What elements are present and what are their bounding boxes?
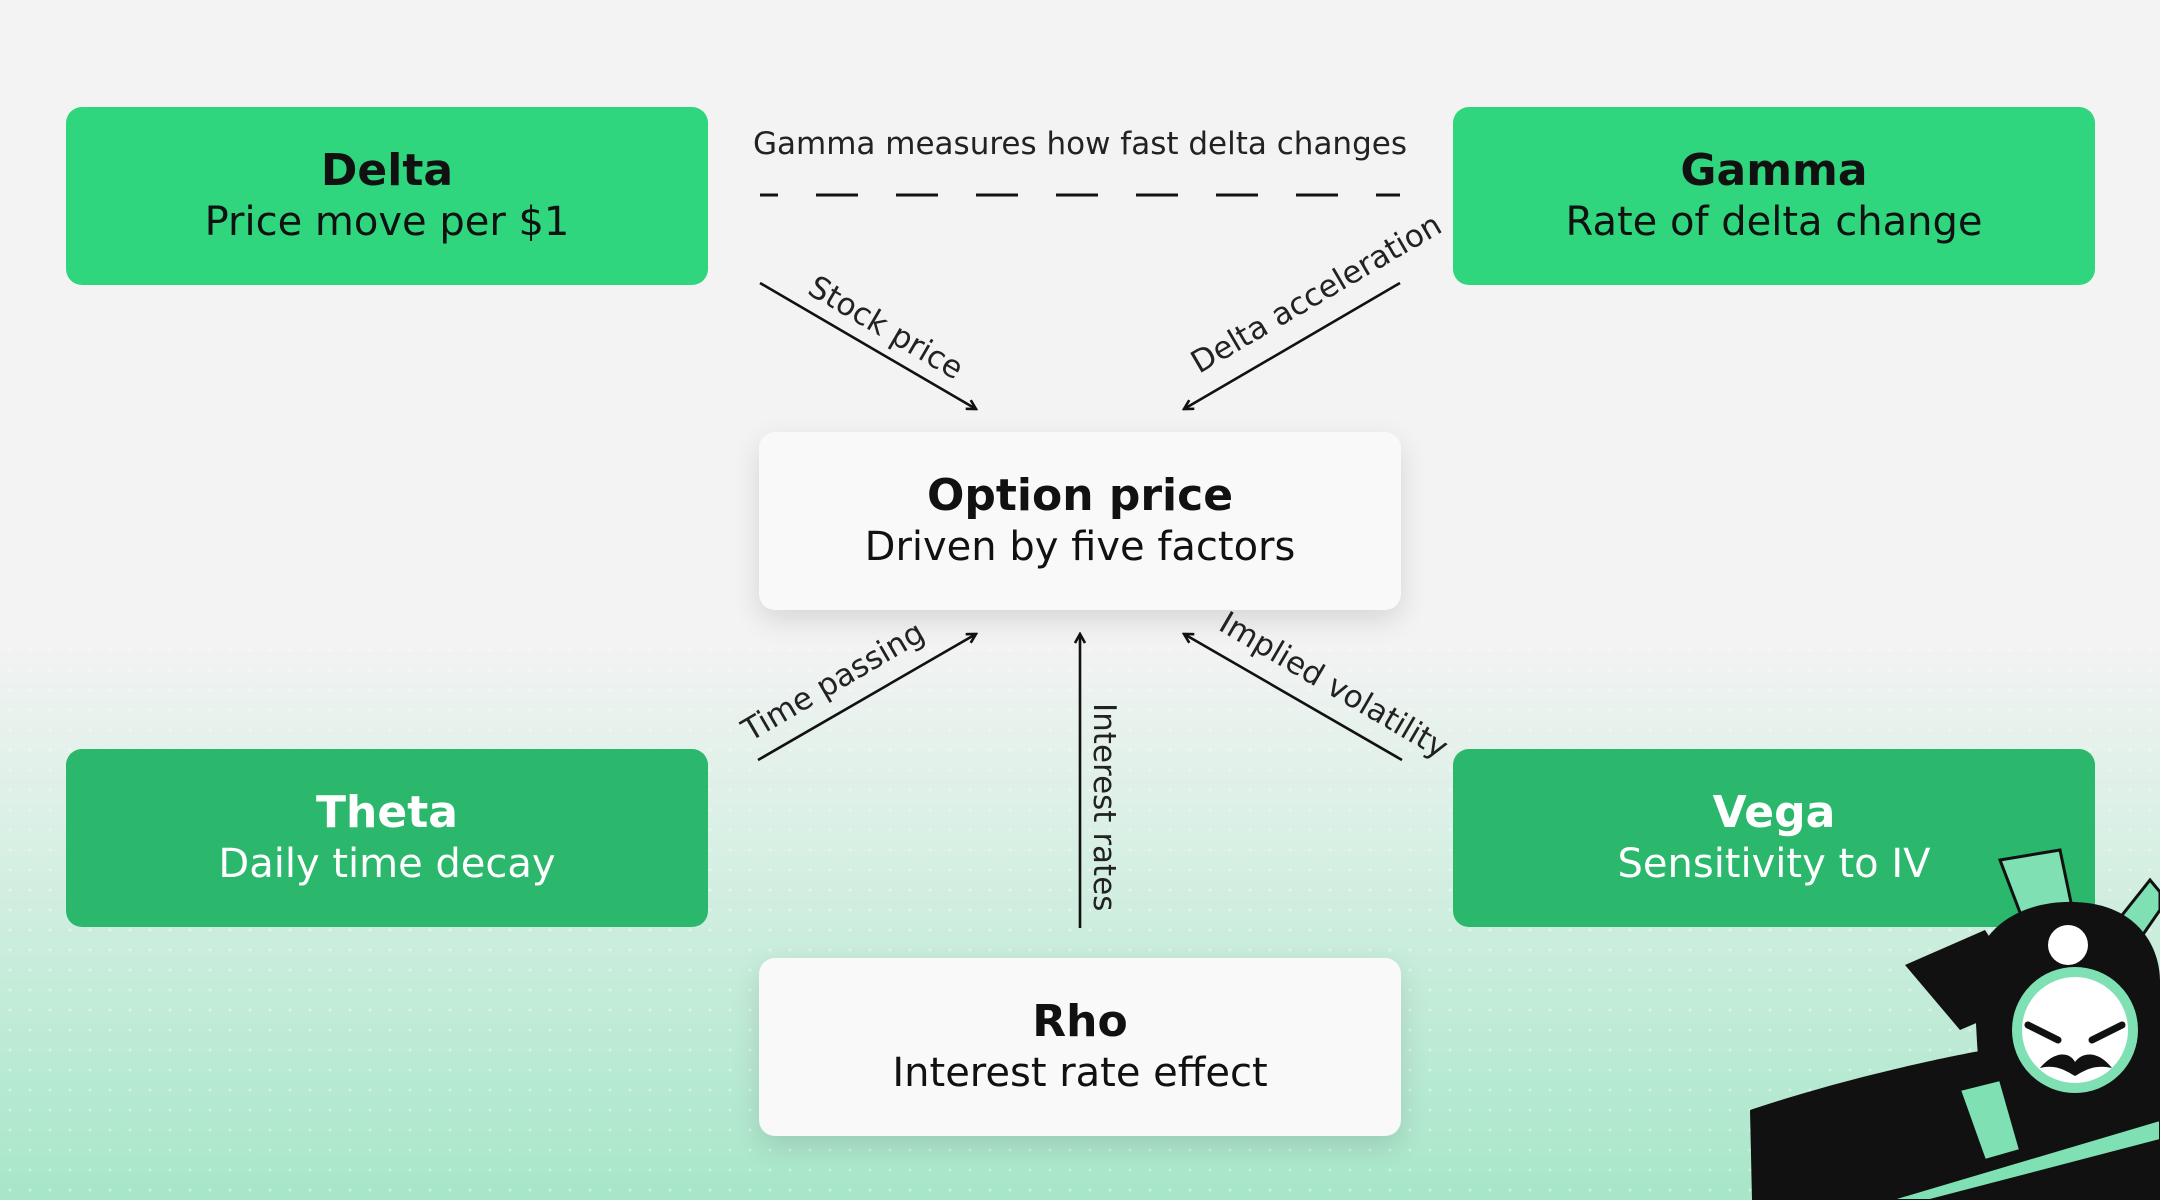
- node-theta-title: Theta: [316, 786, 458, 838]
- edge-interest-rates-label: Interest rates: [1086, 703, 1122, 911]
- node-rho-subtitle: Interest rate effect: [892, 1050, 1268, 1097]
- edge-stock-price-arrow: [759, 281, 976, 409]
- node-gamma: Gamma Rate of delta change: [1453, 107, 2095, 285]
- node-delta: Delta Price move per $1: [66, 107, 708, 285]
- node-theta-subtitle: Daily time decay: [218, 841, 556, 888]
- node-theta: Theta Daily time decay: [66, 749, 708, 927]
- edge-implied-volatility-label: Implied volatility: [1213, 605, 1454, 766]
- node-delta-subtitle: Price move per $1: [204, 199, 570, 246]
- edge-delta-gamma-label: Gamma measures how fast delta changes: [753, 126, 1407, 162]
- node-gamma-title: Gamma: [1680, 144, 1868, 196]
- node-vega: Vega Sensitivity to IV: [1453, 749, 2095, 927]
- node-rho-title: Rho: [1032, 995, 1128, 1047]
- edge-time-passing-label: Time passing: [735, 615, 931, 750]
- node-rho: Rho Interest rate effect: [759, 958, 1401, 1136]
- node-vega-subtitle: Sensitivity to IV: [1617, 841, 1931, 888]
- edge-stock-price-label: Stock price: [802, 269, 969, 387]
- samurai-mascot-icon: [1750, 848, 2160, 1200]
- node-vega-title: Vega: [1712, 786, 1836, 838]
- node-delta-title: Delta: [320, 144, 454, 196]
- node-option-price: Option price Driven by five factors: [759, 432, 1401, 610]
- edge-delta-acceleration-arrow: [1184, 281, 1401, 409]
- node-option-price-title: Option price: [926, 469, 1234, 521]
- node-gamma-subtitle: Rate of delta change: [1565, 199, 1983, 246]
- edge-implied-volatility-arrow: [1184, 634, 1403, 762]
- node-option-price-subtitle: Driven by five factors: [864, 524, 1296, 571]
- edge-time-passing-arrow: [757, 634, 976, 762]
- edge-delta-acceleration-label: Delta acceleration: [1185, 207, 1448, 381]
